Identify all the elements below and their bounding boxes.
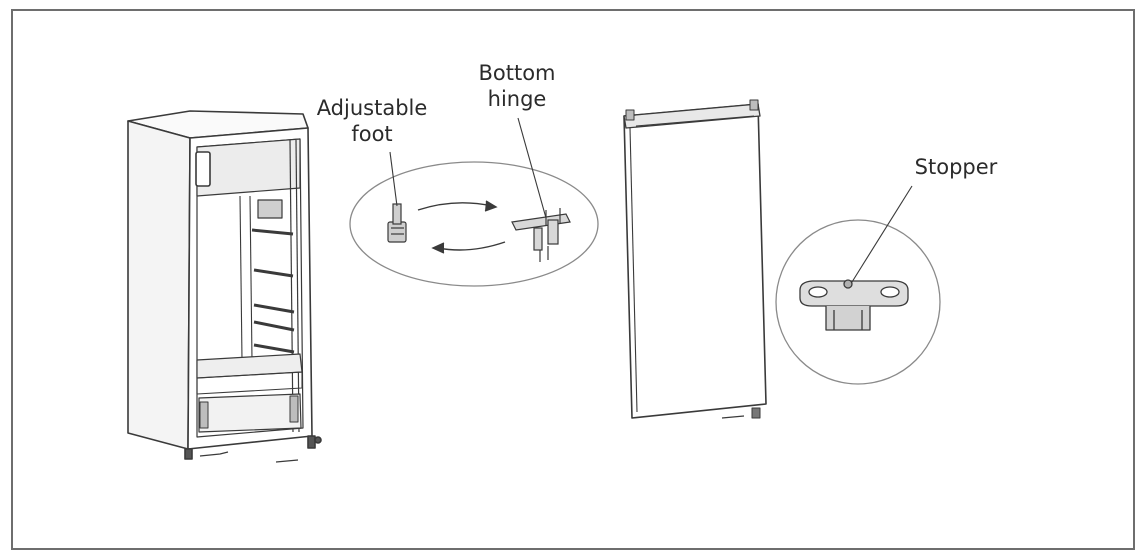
stopper-detail-callout: [775, 219, 941, 385]
bottom-hinge-label-line1: Bottom: [478, 61, 556, 85]
bottom-hinge-label: Bottom hinge: [462, 60, 572, 112]
stopper-leader: [851, 185, 913, 283]
swap-arrows: [417, 200, 506, 254]
bottom-hinge-label-line2: hinge: [487, 87, 547, 111]
stopper-part: [799, 279, 909, 331]
bottom-hinge-part: [511, 208, 571, 262]
adjustable-foot-leader: [389, 151, 398, 207]
adjustable-foot-label: Adjustable foot: [306, 95, 438, 147]
stopper-label: Stopper: [900, 154, 1012, 180]
stopper-label-text: Stopper: [914, 155, 998, 179]
adjustable-foot-label-line1: Adjustable: [316, 96, 428, 120]
adjustable-foot-label-line2: foot: [351, 122, 393, 146]
refrigerator-cabinet: [127, 110, 322, 463]
adjustable-foot-part: [387, 203, 407, 243]
refrigerator-door: [623, 99, 767, 419]
bottom-hinge-leader: [517, 117, 547, 219]
hinge-detail-callout: [349, 161, 599, 287]
